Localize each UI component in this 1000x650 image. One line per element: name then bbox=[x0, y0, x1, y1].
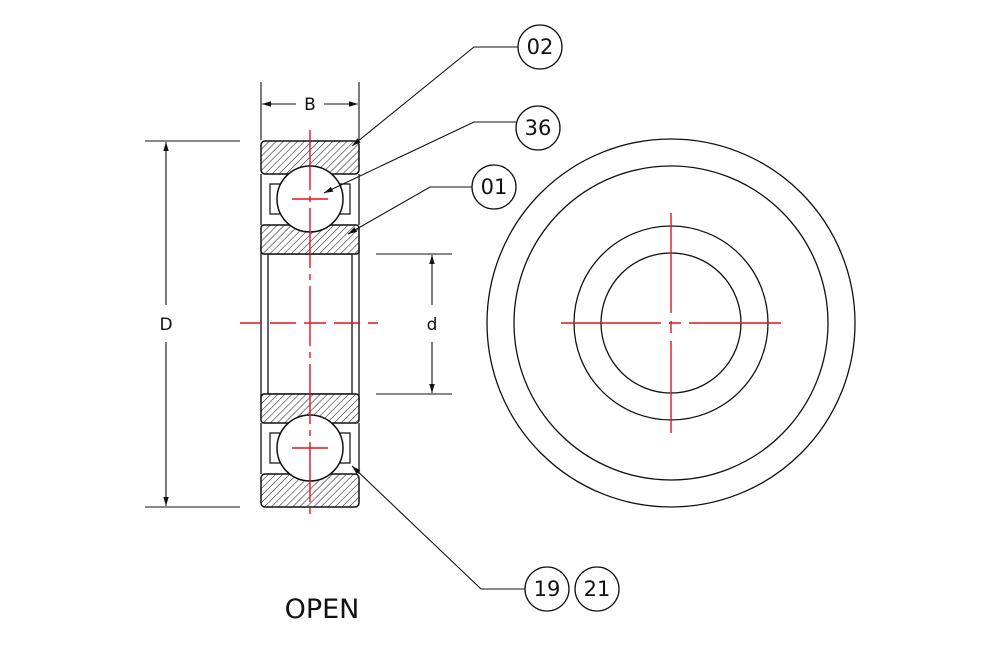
front-outer-circle bbox=[486, 138, 856, 508]
dimension-width: B bbox=[260, 82, 360, 140]
balloon-02-label: 02 bbox=[527, 35, 554, 59]
dim-label-width: B bbox=[304, 95, 316, 115]
front-view bbox=[486, 138, 856, 508]
balloon-21 bbox=[574, 566, 620, 612]
balloon-36-label: 36 bbox=[525, 116, 552, 140]
dimension-bore: d bbox=[376, 253, 452, 395]
drawing-title: OPEN bbox=[285, 594, 360, 625]
leader-01: 01 bbox=[347, 164, 517, 235]
balloon-02 bbox=[517, 24, 563, 70]
front-shield-circle bbox=[513, 165, 829, 481]
balloon-36 bbox=[515, 105, 561, 151]
section-view bbox=[240, 130, 378, 514]
leader-19-21: 19 21 bbox=[351, 465, 620, 612]
dim-label-outer-diameter: D bbox=[159, 315, 172, 335]
dim-label-bore: d bbox=[427, 315, 438, 335]
balloon-01-label: 01 bbox=[481, 175, 508, 199]
dimension-outer-diameter: D bbox=[145, 140, 240, 508]
leader-02: 02 bbox=[351, 24, 563, 147]
balloon-01 bbox=[471, 164, 517, 210]
balloon-21-label: 21 bbox=[584, 577, 611, 601]
balloon-19 bbox=[524, 566, 570, 612]
balloon-19-label: 19 bbox=[534, 577, 561, 601]
leader-36: 36 bbox=[323, 105, 561, 194]
